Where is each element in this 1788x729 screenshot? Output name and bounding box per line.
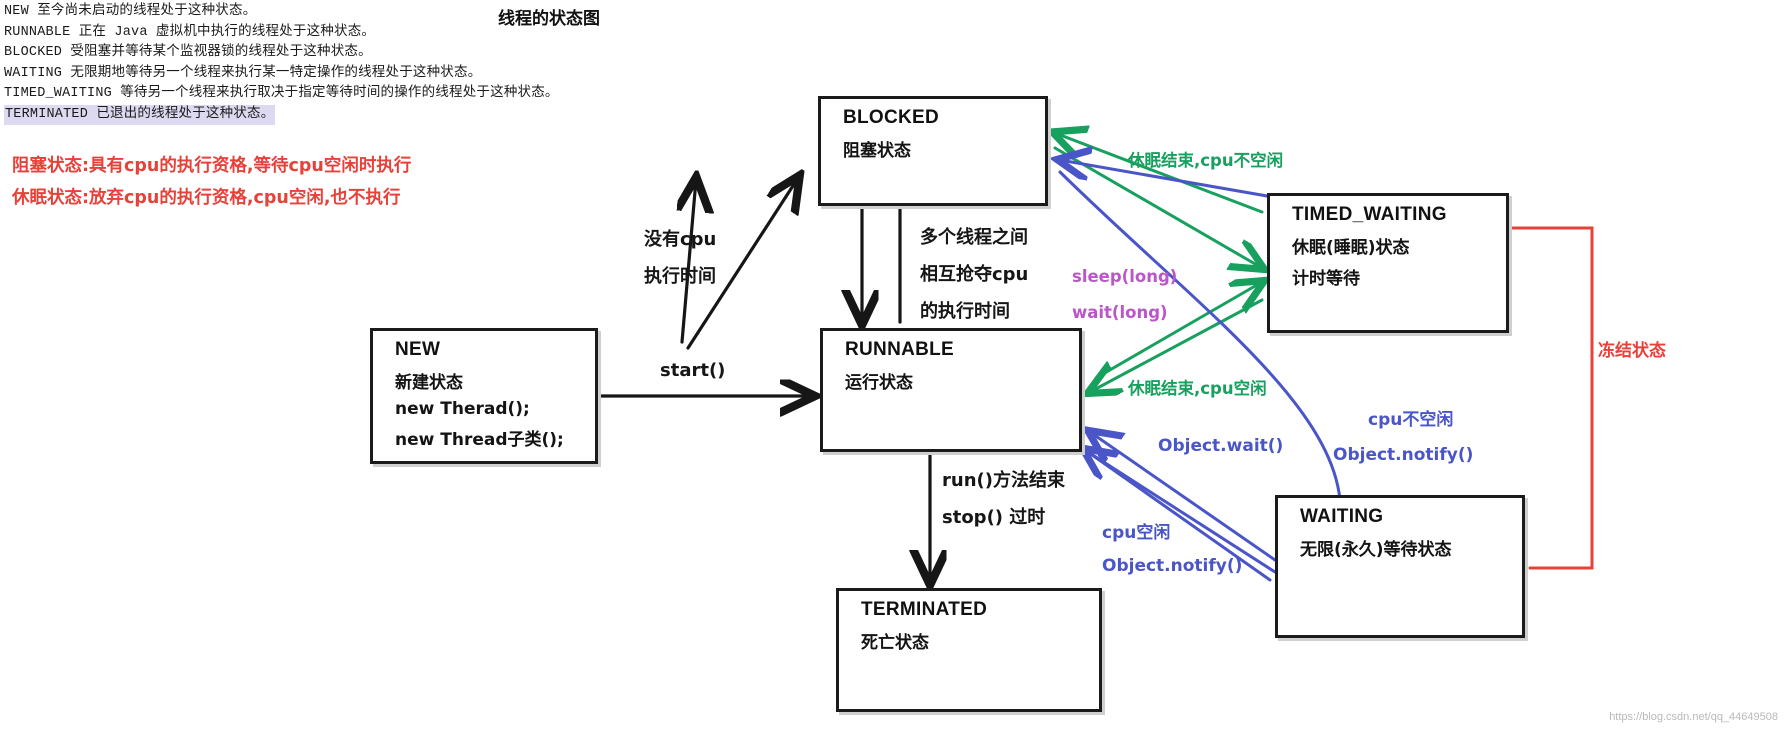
state-box-timed-waiting[interactable]: TIMED_WAITING 休眠(睡眠)状态 计时等待 — [1267, 193, 1509, 333]
legend-line: RUNNABLE 正在 Java 虚拟机中执行的线程处于这种状态。 — [4, 24, 376, 40]
state-box-waiting[interactable]: WAITING 无限(永久)等待状态 — [1275, 495, 1525, 638]
state-name: TIMED_WAITING — [1292, 204, 1447, 225]
note-frozen-state: 冻结状态 — [1598, 341, 1666, 361]
state-name: BLOCKED — [843, 107, 940, 128]
legend-line: TIMED_WAITING 等待另一个线程来执行取决于指定等待时间的操作的线程处… — [4, 86, 559, 102]
edge-label-object-wait: Object.wait() — [1158, 436, 1284, 456]
edge-label-many-1: 多个线程之间 — [920, 227, 1028, 248]
edge-label-no-cpu-1: 没有cpu — [644, 229, 717, 250]
state-name: WAITING — [1300, 506, 1384, 527]
state-desc: 新建状态 — [395, 373, 463, 393]
edge-label-sleep-long: sleep(long) — [1072, 267, 1178, 286]
edge-label-cpu-not-free: cpu不空闲 — [1368, 410, 1454, 430]
edge-label-sleep-end-busy: 休眠结束,cpu不空闲 — [1128, 151, 1284, 170]
edge-label-no-cpu-2: 执行时间 — [644, 266, 716, 287]
state-desc: new Therad(); — [395, 399, 530, 419]
state-box-new[interactable]: NEW 新建状态 new Therad(); new Thread子类(); — [370, 328, 598, 464]
legend-line-highlighted: TERMINATED 已退出的线程处于这种状态。 — [4, 104, 276, 126]
state-desc: 运行状态 — [845, 373, 913, 393]
legend-highlight-text: TERMINATED 已退出的线程处于这种状态。 — [5, 106, 275, 122]
edge-label-object-notify-1: Object.notify() — [1333, 445, 1474, 465]
edge-label-many-2: 相互抢夺cpu — [920, 264, 1029, 285]
edge-label-wait-long: wait(long) — [1072, 303, 1168, 322]
edge-label-run-end: run()方法结束 — [942, 470, 1065, 491]
edge-label-many-3: 的执行时间 — [920, 301, 1010, 322]
state-box-terminated[interactable]: TERMINATED 死亡状态 — [836, 588, 1102, 712]
state-name: TERMINATED — [861, 599, 988, 620]
state-desc: 阻塞状态 — [843, 141, 911, 161]
legend-line: NEW 至今尚未启动的线程处于这种状态。 — [4, 4, 257, 19]
state-box-runnable[interactable]: RUNNABLE 运行状态 — [820, 328, 1082, 452]
state-name: RUNNABLE — [845, 339, 955, 360]
edge-label-cpu-free: cpu空闲 — [1102, 523, 1171, 543]
note-blocked-state: 阻塞状态:具有cpu的执行资格,等待cpu空闲时执行 — [12, 156, 412, 176]
state-desc: new Thread子类(); — [395, 430, 564, 450]
state-desc: 死亡状态 — [861, 633, 929, 653]
state-desc: 无限(永久)等待状态 — [1300, 540, 1452, 560]
state-desc: 计时等待 — [1292, 269, 1360, 289]
edge-label-stop-deprecated: stop() 过时 — [942, 507, 1046, 528]
note-sleep-state: 休眠状态:放弃cpu的执行资格,cpu空闲,也不执行 — [12, 188, 401, 208]
state-name: NEW — [395, 339, 441, 360]
watermark: https://blog.csdn.net/qq_44649508 — [1609, 711, 1778, 723]
edge-label-sleep-end-free: 休眠结束,cpu空闲 — [1128, 379, 1267, 398]
edge-label-object-notify-2: Object.notify() — [1102, 556, 1243, 576]
state-box-blocked[interactable]: BLOCKED 阻塞状态 — [818, 96, 1048, 206]
legend-line: BLOCKED 受阻塞并等待某个监视器锁的线程处于这种状态。 — [4, 45, 372, 61]
edge-label-start: start() — [660, 360, 726, 381]
legend-block: NEW 至今尚未启动的线程处于这种状态。 RUNNABLE 正在 Java 虚拟… — [4, 2, 704, 126]
green-arrows — [1055, 133, 1262, 392]
legend-line: WAITING 无限期地等待另一个线程来执行某一特定操作的线程处于这种状态。 — [4, 65, 482, 81]
state-desc: 休眠(睡眠)状态 — [1292, 238, 1410, 258]
